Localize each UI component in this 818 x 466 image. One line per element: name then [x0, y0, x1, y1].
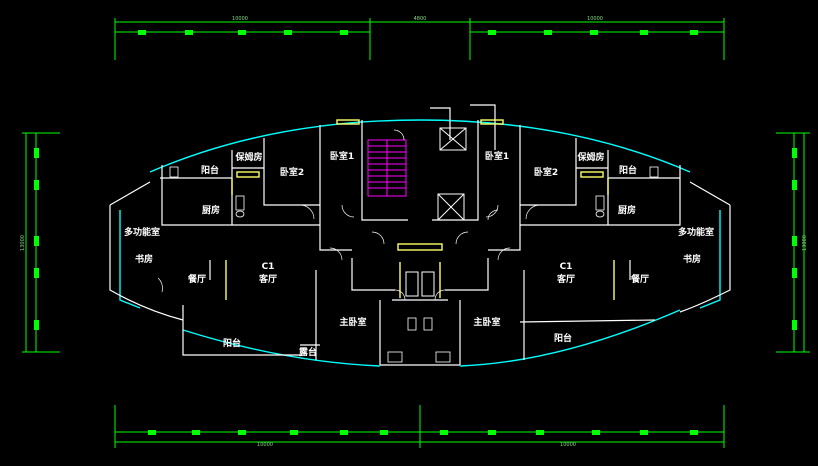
bathroom-fixtures	[169, 166, 659, 363]
dimension-texts: 10000 4800 10000 10000 10000 13000 13000	[20, 16, 808, 448]
dim-left: 13000	[20, 235, 26, 251]
room-nanny-right: 保姆房	[576, 151, 604, 163]
room-bed1-left: 卧室1	[330, 150, 354, 162]
room-multi-left: 多功能室	[124, 226, 160, 238]
walls	[109, 104, 731, 366]
room-multi-right: 多功能室	[678, 226, 714, 238]
unit-left: C1	[262, 262, 275, 272]
exterior-glazing	[119, 119, 721, 367]
dim-bottom-1: 10000	[257, 442, 273, 448]
room-bed2-left: 卧室2	[280, 166, 304, 178]
room-master-right: 主卧室	[473, 316, 500, 328]
room-dining-left: 餐厅	[187, 273, 206, 285]
staircase	[367, 139, 407, 197]
room-balcony-bl: 阳台	[223, 337, 241, 349]
room-nanny-left: 保姆房	[234, 151, 262, 163]
room-master-left: 主卧室	[339, 316, 366, 328]
room-living-right: 客厅	[556, 273, 575, 285]
room-bed2-right: 卧室2	[534, 166, 558, 178]
dim-top-2: 4800	[414, 16, 427, 22]
dim-bottom-2: 10000	[560, 442, 576, 448]
room-dining-right: 餐厅	[630, 273, 649, 285]
door-swings	[157, 129, 541, 301]
room-balcony-tl: 阳台	[201, 164, 219, 176]
room-bed1-right: 卧室1	[485, 150, 509, 162]
unit-right: C1	[560, 262, 573, 272]
room-labels: 多功能室 多功能室 厨房 厨房 阳台 阳台 保姆房 保姆房 卧室2 卧室2 卧室…	[124, 150, 714, 358]
dimension-ticks	[34, 30, 797, 435]
room-balcony-br: 阳台	[554, 332, 572, 344]
room-balcony-tr: 阳台	[619, 164, 637, 176]
elevator-shafts	[405, 127, 467, 297]
room-veranda: 露台	[299, 346, 317, 358]
dim-right: 13000	[802, 235, 808, 251]
structure-walls	[225, 119, 615, 300]
dim-top-1: 10000	[232, 16, 248, 22]
room-living-left: 客厅	[258, 273, 277, 285]
dim-top-3: 10000	[587, 16, 603, 22]
room-study-right: 书房	[683, 253, 701, 265]
room-kitchen-left: 厨房	[202, 204, 220, 216]
room-study-left: 书房	[135, 253, 153, 265]
room-kitchen-right: 厨房	[618, 204, 636, 216]
